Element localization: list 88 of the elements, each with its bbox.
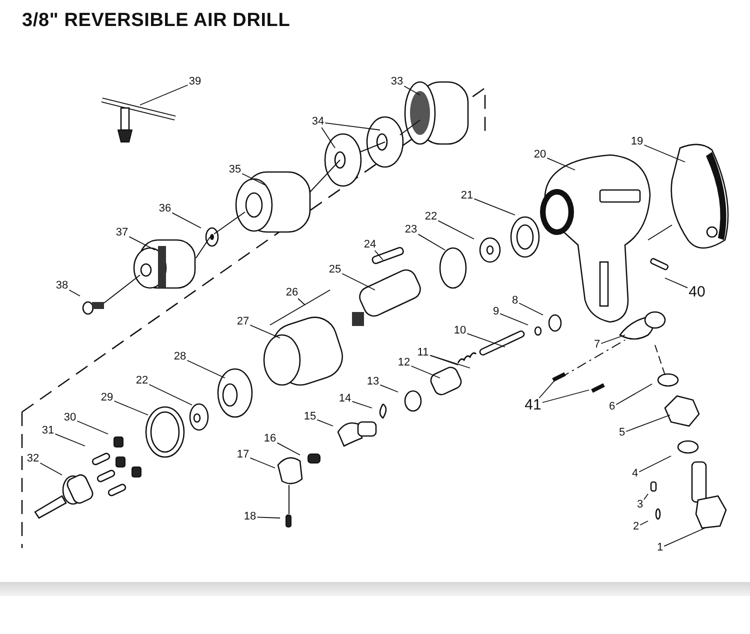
leader-line — [172, 212, 202, 228]
leader-line — [76, 420, 108, 434]
callout-number: 16 — [264, 434, 276, 444]
leader-line — [616, 384, 652, 406]
callout-number: 10 — [454, 326, 466, 336]
leader-line — [430, 354, 470, 368]
callout-number: 17 — [236, 450, 250, 460]
leader-line — [140, 84, 188, 106]
leader-line — [438, 220, 474, 240]
leader-line — [250, 457, 276, 468]
callout-number: 11 — [417, 348, 429, 358]
leader-line — [474, 198, 516, 216]
callout-number: 36 — [158, 204, 172, 214]
leader-line — [404, 86, 420, 96]
callout-number: 12 — [398, 358, 410, 368]
callout-number: 15 — [304, 412, 316, 422]
leader-line — [316, 419, 334, 426]
leader-line — [644, 144, 686, 162]
leader-line — [276, 442, 300, 456]
leader-line — [250, 324, 280, 338]
callout-number: 5 — [618, 428, 626, 438]
leader-line — [410, 366, 440, 378]
leader-line — [644, 494, 648, 500]
leader-line — [418, 234, 446, 250]
callout-number: 32 — [26, 454, 40, 464]
callout-number: 27 — [236, 316, 250, 328]
leader-line — [500, 313, 528, 326]
callout-number: 31 — [42, 426, 54, 436]
callout-number: 18 — [244, 512, 256, 522]
leader-line — [352, 400, 372, 408]
leader-line — [342, 273, 376, 290]
leader-line — [242, 173, 266, 186]
callout-number: 35 — [228, 164, 242, 176]
callout-number: 9 — [492, 306, 500, 318]
callout-number: 37 — [116, 228, 128, 238]
callout-number: 29 — [100, 392, 114, 404]
title: 3/8" REVERSIBLE AIR DRILL — [22, 10, 290, 32]
leader-line — [128, 236, 156, 250]
leader-line — [186, 360, 226, 378]
leader-line — [321, 127, 336, 148]
leader-line — [664, 278, 688, 288]
leader-line — [54, 433, 86, 446]
callout-number: 8 — [512, 296, 518, 306]
callout-number: 33 — [390, 76, 404, 88]
leader-line — [626, 414, 670, 432]
leader-line — [640, 520, 648, 526]
callout-number: 6 — [608, 402, 616, 412]
callout-number: 22 — [136, 376, 148, 386]
leader-line — [518, 302, 544, 316]
leader-line — [600, 334, 626, 344]
callout-number: 38 — [56, 280, 68, 292]
callout-number: 3 — [636, 500, 644, 510]
leader-line — [40, 462, 62, 476]
callout-number: 2 — [632, 522, 640, 532]
leader-line — [324, 122, 380, 130]
callout-number: 20 — [534, 150, 546, 160]
leader-line — [68, 290, 80, 296]
callout-number: 19 — [630, 136, 644, 148]
callout-number: 4 — [632, 468, 638, 480]
leader-line — [298, 298, 306, 306]
callout-number: 40 — [688, 284, 706, 300]
leader-line — [638, 456, 672, 472]
leader-line — [466, 333, 506, 348]
leader-line — [256, 516, 280, 518]
callout-number: 14 — [338, 394, 352, 404]
leader-line — [538, 380, 556, 398]
leader-line — [148, 384, 192, 406]
leader-line — [546, 158, 576, 170]
callout-number: 39 — [188, 76, 202, 88]
callout-number: 24 — [364, 240, 376, 250]
callout-number: 21 — [460, 190, 474, 202]
leader-line — [542, 390, 590, 403]
callout-number: 41 — [524, 398, 542, 412]
callout-number: 34 — [312, 116, 324, 128]
leader-line — [374, 250, 384, 260]
callout-number: 7 — [594, 340, 600, 350]
leader-line — [380, 384, 398, 392]
callout-number: 23 — [404, 224, 418, 236]
callout-number: 30 — [64, 412, 76, 424]
callout-number: 25 — [328, 264, 342, 276]
callout-number: 13 — [366, 376, 380, 388]
callout-number: 26 — [286, 288, 298, 298]
callout-number: 28 — [174, 352, 186, 362]
leader-line — [664, 528, 706, 547]
callout-number: 1 — [656, 542, 664, 554]
leader-line — [430, 355, 458, 366]
leader-line — [114, 400, 148, 416]
callout-number: 22 — [424, 212, 438, 222]
